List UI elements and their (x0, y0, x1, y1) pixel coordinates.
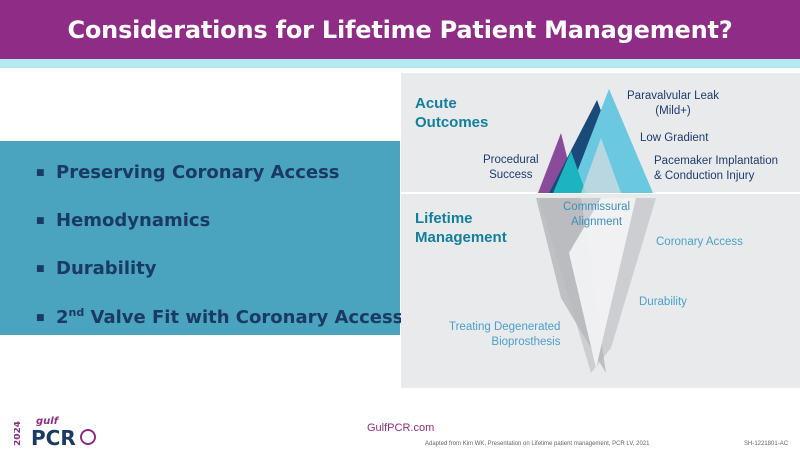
bullet-text: Durability (56, 258, 157, 279)
svg-text:2024: 2024 (14, 421, 23, 446)
bullet-item: ■ Preserving Coronary Access (36, 162, 403, 210)
label-treating-degenerated: Treating Degenerated Bioprosthesis (449, 321, 561, 348)
bullet-item: ■ Durability (36, 258, 403, 306)
lifetime-management-heading: Lifetime Management (415, 210, 507, 246)
gulfpcr-logo: 2024 gulf PCR (13, 410, 124, 450)
teal-peak (553, 151, 586, 193)
bullet-square-icon: ■ (36, 313, 45, 323)
bullet-square-icon: ■ (36, 264, 45, 274)
light-blue-peak (569, 89, 653, 193)
bullet-list: ■ Preserving Coronary Access ■ Hemodynam… (36, 162, 403, 354)
bullet-square-icon: ■ (36, 216, 45, 226)
title-stripe (0, 59, 800, 68)
footer-code: SH-1221801-AC (744, 441, 789, 447)
label-low-gradient: Low Gradient (640, 132, 709, 144)
bullet-panel (0, 141, 400, 335)
label-durability: Durability (639, 296, 687, 308)
label-pacemaker: Pacemaker Implantation & Conduction Inju… (654, 155, 779, 182)
bullet-text: Preserving Coronary Access (56, 162, 340, 183)
bullet-item: ■ 2nd Valve Fit with Coronary Access (36, 306, 403, 354)
bullet-square-icon: ■ (36, 168, 45, 178)
page-title: Considerations for Lifetime Patient Mana… (67, 15, 733, 44)
iceberg-diagram: Acute Outcomes Lifetime Management Parav… (401, 73, 800, 388)
svg-text:gulf: gulf (36, 416, 60, 427)
label-paravalvular-leak: Paravalvular Leak (Mild+) (627, 90, 720, 117)
label-coronary-access: Coronary Access (656, 236, 743, 248)
iceberg-graphic (401, 89, 800, 373)
footer-url[interactable]: GulfPCR.com (367, 422, 435, 434)
ghost-peak (581, 138, 621, 193)
svg-text:PCR: PCR (31, 426, 76, 448)
label-commissural-alignment: Commissural Alignment (563, 201, 631, 228)
label-procedural-success: Procedural Success (483, 154, 539, 181)
acute-outcomes-heading: Acute Outcomes (415, 95, 489, 131)
footer-reference: Adapted from Kim WK, Presentation on Lif… (425, 441, 650, 447)
bullet-text: Hemodynamics (56, 210, 211, 231)
underwater-light-shape (569, 198, 636, 368)
bullet-text: 2nd Valve Fit with Coronary Access (56, 306, 404, 328)
bullet-item: ■ Hemodynamics (36, 210, 403, 258)
title-bar: Considerations for Lifetime Patient Mana… (0, 0, 800, 59)
